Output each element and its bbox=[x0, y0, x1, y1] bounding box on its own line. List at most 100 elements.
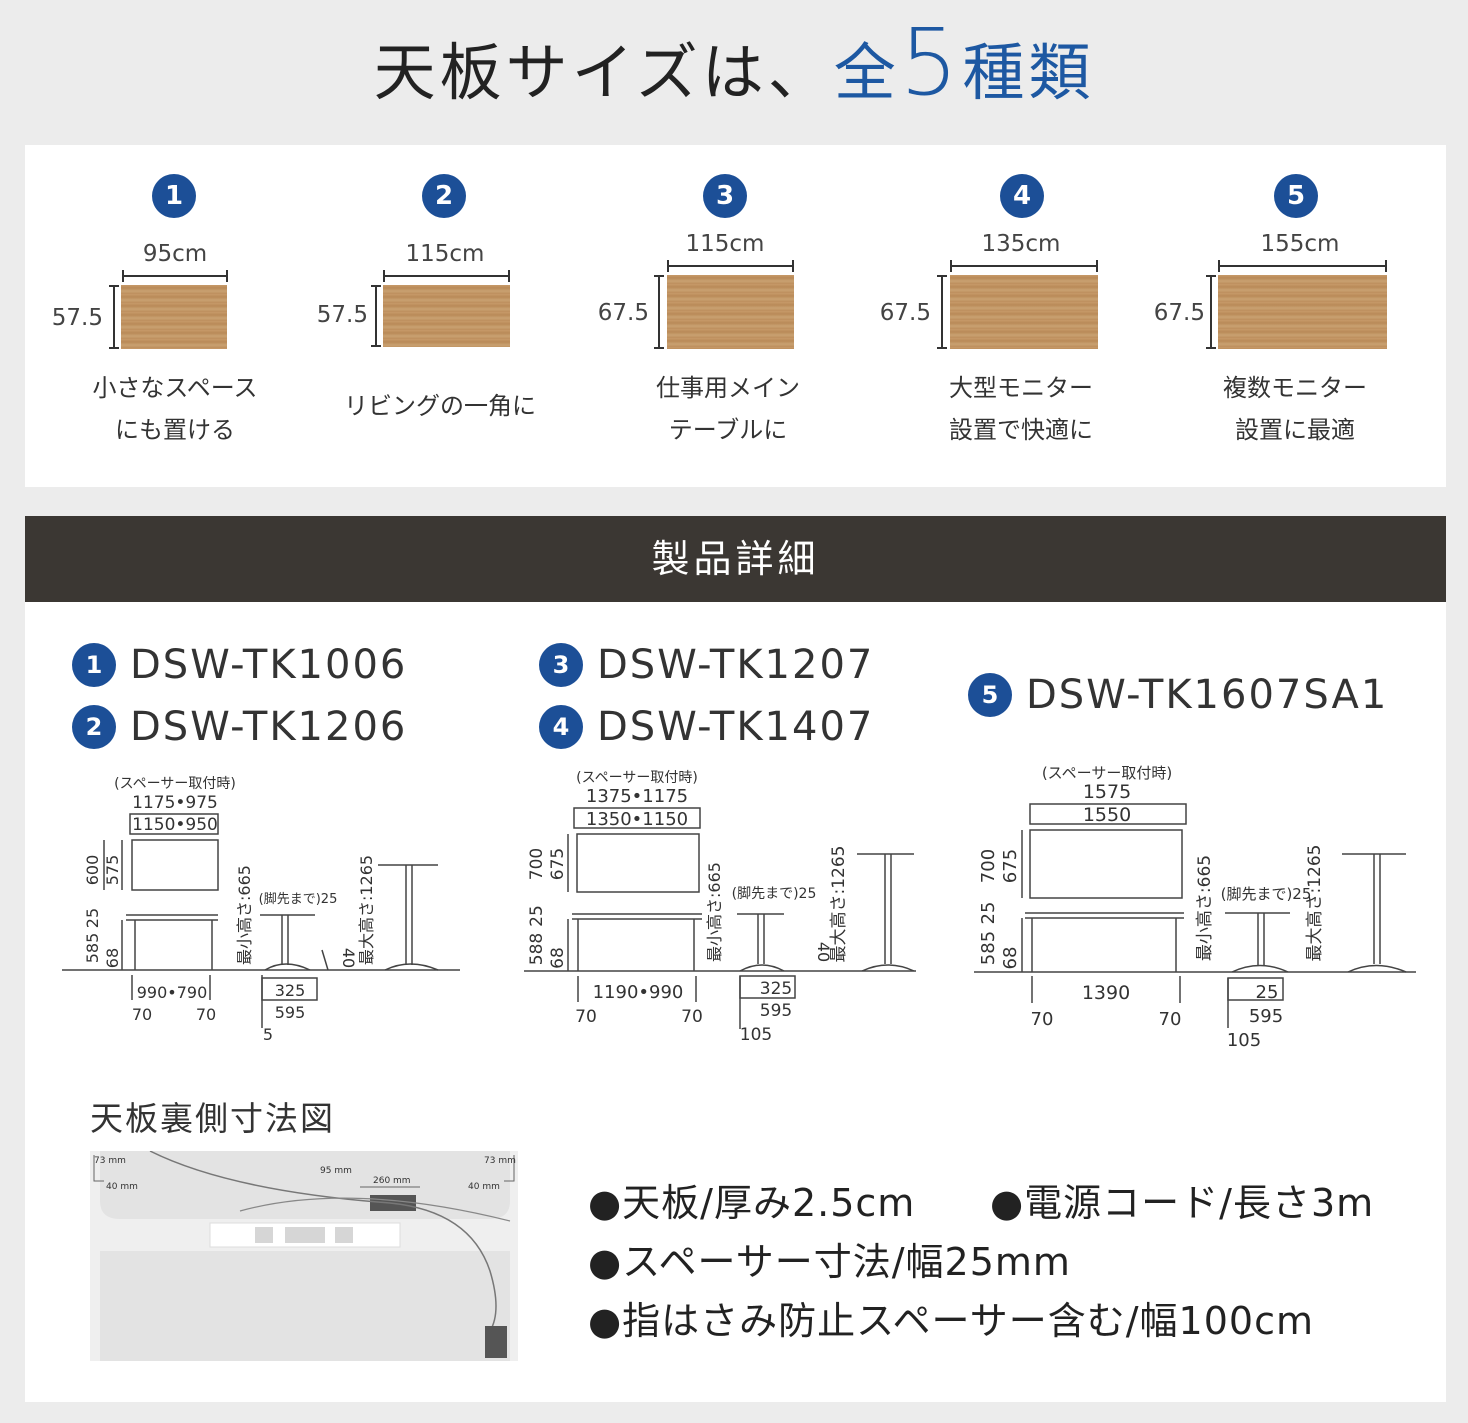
size-depth-5: 67.5 bbox=[1153, 300, 1205, 326]
foot-b-1: 595 bbox=[275, 1003, 306, 1022]
outer-width-3: 1575 bbox=[1083, 781, 1131, 803]
depth-outer-2: 700 bbox=[527, 848, 547, 880]
size-desc-2: リビングの一角に bbox=[320, 385, 560, 427]
inner-width-2: 1350•1150 bbox=[586, 809, 688, 830]
underside-label-tr2: 40 mm bbox=[468, 1182, 500, 1192]
depth-dim-line-4 bbox=[937, 275, 947, 349]
size-depth-2: 57.5 bbox=[316, 302, 368, 328]
width-dim-line-3 bbox=[667, 260, 794, 272]
size-desc-4-line2: 設置で快適に bbox=[949, 416, 1093, 444]
wood-sample-4 bbox=[950, 275, 1098, 349]
spacer-thickness-1: 25 bbox=[83, 908, 102, 928]
depth-outer-1: 600 bbox=[83, 855, 102, 886]
height-a-3: 585 bbox=[978, 931, 999, 965]
size-desc-5-line2: 設置に最適 bbox=[1235, 416, 1355, 444]
foot-c-3: 105 bbox=[1227, 1030, 1261, 1051]
underside-label-mid: 95 mm bbox=[320, 1166, 352, 1176]
inner-width-3: 1550 bbox=[1083, 804, 1131, 826]
foot-a-2: 325 bbox=[760, 979, 792, 999]
wood-sample-1 bbox=[121, 285, 227, 349]
power-plug bbox=[485, 1326, 507, 1358]
title-suffix: 種類 bbox=[962, 36, 1095, 109]
min-height-2: 最小高さ:665 bbox=[705, 862, 724, 962]
model-badge-5: 5 bbox=[968, 673, 1012, 717]
top-view-rect-2 bbox=[576, 833, 700, 893]
foot-note-1: (脚先まで)25 bbox=[259, 891, 338, 907]
underside-title: 天板裏側寸法図 bbox=[90, 1099, 335, 1138]
outer-width-1: 1175•975 bbox=[132, 793, 218, 813]
width-dim-line-2 bbox=[383, 270, 510, 282]
section-header: 製品詳細 bbox=[25, 516, 1446, 602]
underside-label-tl: 73 mm bbox=[94, 1156, 126, 1166]
leg-left-3: 70 bbox=[1031, 1009, 1054, 1030]
depth-outer-3: 700 bbox=[978, 849, 999, 883]
model-code-3: DSW-TK1207 bbox=[597, 642, 875, 688]
size-width-3: 115cm bbox=[685, 231, 765, 257]
depth-inner-3: 675 bbox=[1000, 849, 1021, 883]
size-badge-5: 5 bbox=[1274, 174, 1318, 218]
wood-sample-2 bbox=[383, 285, 510, 347]
foot-note-3: (脚先まで)25 bbox=[1221, 885, 1312, 903]
side-40-2: 40 bbox=[814, 942, 833, 962]
model-3: 3 DSW-TK1207 bbox=[539, 640, 874, 688]
underside-label-center: 260 mm bbox=[373, 1176, 411, 1186]
leg-right-1: 70 bbox=[196, 1005, 216, 1024]
leg-right-3: 70 bbox=[1159, 1009, 1182, 1030]
wood-sample-3 bbox=[667, 275, 794, 349]
title-accent: 全 bbox=[833, 36, 900, 109]
height-b-3: 68 bbox=[1000, 947, 1021, 970]
foot-c-2: 105 bbox=[740, 1025, 772, 1045]
underside-label-tr: 73 mm bbox=[484, 1156, 516, 1166]
top-view-rect-3 bbox=[1029, 829, 1183, 899]
max-height-2: 最大高さ:1265 bbox=[829, 846, 849, 963]
depth-dim-line-1 bbox=[109, 285, 119, 349]
wood-sample-5 bbox=[1218, 275, 1387, 349]
size-desc-1: 小さなスペース にも置ける bbox=[55, 367, 295, 451]
depth-inner-2: 675 bbox=[548, 848, 568, 880]
dimension-diagram-1: (スペーサー取付時) 1175•975 1150•950 600 575 25 … bbox=[62, 776, 460, 1044]
size-depth-4: 67.5 bbox=[879, 300, 931, 326]
size-desc-4: 大型モニター 設置で快適に bbox=[901, 367, 1141, 451]
base-width-2: 1190•990 bbox=[593, 982, 684, 1003]
page-title: 天板サイズは、全5種類 bbox=[0, 17, 1468, 118]
height-a-2: 588 bbox=[527, 933, 547, 965]
outer-width-2: 1375•1175 bbox=[586, 786, 688, 807]
size-desc-5: 複数モニター 設置に最適 bbox=[1175, 367, 1415, 451]
title-number: 5 bbox=[899, 9, 963, 116]
size-badge-4: 4 bbox=[1000, 174, 1044, 218]
title-prefix: 天板サイズは、 bbox=[373, 36, 834, 109]
size-desc-3-line1: 仕事用メイン bbox=[656, 374, 800, 402]
size-desc-2-line1: リビングの一角に bbox=[344, 392, 536, 420]
height-b-1: 68 bbox=[103, 948, 122, 968]
height-b-2: 68 bbox=[548, 947, 568, 969]
min-height-3: 最小高さ:665 bbox=[1195, 855, 1215, 961]
foot-a-1: 325 bbox=[275, 981, 306, 1000]
min-height-1: 最小高さ:665 bbox=[235, 865, 254, 965]
underside-label-tl2: 40 mm bbox=[106, 1182, 138, 1192]
size-depth-3: 67.5 bbox=[597, 300, 649, 326]
size-badge-2: 2 bbox=[422, 174, 466, 218]
foot-note-2: (脚先まで)25 bbox=[732, 886, 817, 902]
size-panel: 1 95cm 57.5 小さなスペース にも置ける 2 115cm 57.5 リ… bbox=[25, 145, 1446, 487]
model-code-1: DSW-TK1006 bbox=[130, 642, 408, 688]
size-desc-5-line1: 複数モニター bbox=[1223, 374, 1367, 402]
spacer-note-3: (スペーサー取付時) bbox=[1042, 764, 1172, 782]
model-badge-3: 3 bbox=[539, 643, 583, 687]
spec-spacer-size: ●スペーサー寸法/幅25mm bbox=[588, 1240, 1071, 1284]
height-a-1: 585 bbox=[83, 933, 102, 964]
model-badge-4: 4 bbox=[539, 705, 583, 749]
size-width-2: 115cm bbox=[405, 241, 485, 267]
size-desc-1-line2: にも置ける bbox=[115, 416, 235, 444]
depth-dim-line-3 bbox=[654, 275, 664, 349]
spec-power-cord: ●電源コード/長さ3m bbox=[990, 1181, 1375, 1225]
width-dim-line-1 bbox=[122, 270, 228, 282]
dimension-diagram-3: (スペーサー取付時) 1575 1550 700 675 25 585 68 最… bbox=[974, 764, 1416, 1051]
spacer-thickness-2: 25 bbox=[527, 905, 547, 927]
spec-top-thickness: ●天板/厚み2.5cm bbox=[588, 1181, 916, 1225]
foot-c-1: 5 bbox=[263, 1025, 273, 1044]
foot-b-3: 595 bbox=[1249, 1006, 1283, 1027]
foot-a-3: 25 bbox=[1256, 982, 1279, 1003]
